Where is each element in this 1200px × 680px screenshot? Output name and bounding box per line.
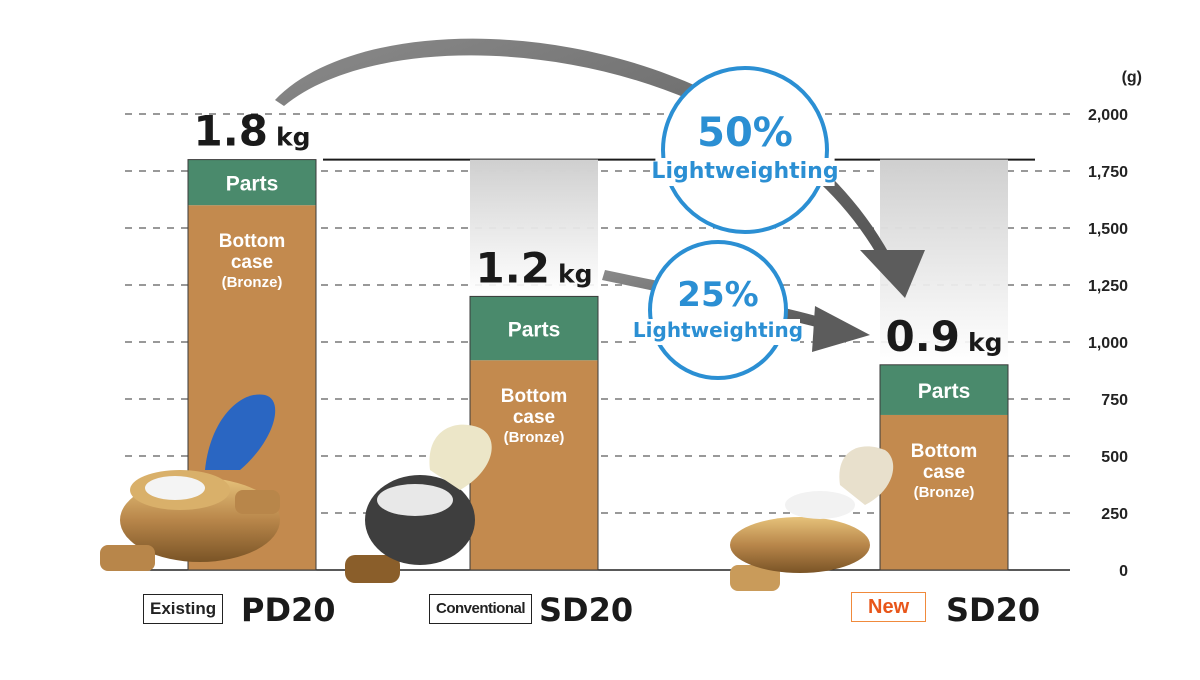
bar-outline — [187, 159, 317, 571]
y-tick-2000: 2,000 — [1088, 107, 1128, 124]
bar-bottom-case-material: (Bronze) — [914, 484, 975, 501]
category-model-pd20: PD20 — [241, 591, 336, 629]
water-meter-sd20-new-image — [730, 446, 894, 591]
reduction-arrowhead-25 — [812, 306, 870, 352]
y-tick-750: 750 — [1101, 392, 1128, 409]
bar-parts — [880, 364, 1008, 415]
bar-bottom-case-material: (Bronze) — [222, 274, 283, 291]
y-tick-500: 500 — [1101, 449, 1128, 466]
badge-label-backdrop — [655, 158, 835, 186]
bar-bottom-case-label-line2: case — [513, 407, 555, 428]
y-tick-0: 0 — [1119, 563, 1128, 580]
badge-label-backdrop — [636, 319, 800, 345]
y-tick-1500: 1,500 — [1088, 221, 1128, 238]
reduction-arc-arrowhead-50 — [860, 250, 925, 298]
category-tag-existing: Existing — [143, 594, 224, 624]
removed-weight-ghost-bar — [470, 159, 598, 297]
bar-bottom-case-label-line1: Bottom — [911, 441, 977, 462]
bar-bottom-case-material: (Bronze) — [504, 429, 565, 446]
y-axis-unit: (g) — [1122, 69, 1142, 86]
bar-bottom-case-label-line2: case — [231, 252, 273, 273]
y-tick-1250: 1,250 — [1088, 278, 1128, 295]
bar-parts — [470, 296, 598, 361]
category-tag-conventional: Conventional — [429, 594, 533, 624]
lightweighting-badge-50: 50% Lightweighting — [651, 66, 839, 234]
bar-bottom-case-label-line1: Bottom — [219, 231, 285, 252]
badge-label: Lightweighting — [651, 159, 838, 184]
bar-parts-label: Parts — [508, 318, 561, 341]
bar-bottom-case-label-line1: Bottom — [501, 386, 567, 407]
badge-percent: 50% — [697, 110, 793, 156]
bar-parts — [188, 159, 316, 206]
category-tag-new: New — [851, 592, 927, 622]
lightweighting-badge-25: 25% Lightweighting — [633, 240, 803, 380]
water-meter-pd20-image — [100, 394, 280, 571]
y-tick-1750: 1,750 — [1088, 164, 1128, 181]
badge-label: Lightweighting — [633, 318, 803, 342]
badge-ring — [661, 66, 829, 234]
category-model-sd20-new: SD20 — [946, 591, 1041, 629]
y-tick-1000: 1,000 — [1088, 335, 1128, 352]
water-meter-sd20-conventional-image — [345, 424, 492, 583]
bar-parts-label: Parts — [226, 172, 279, 195]
badge-percent: 25% — [677, 275, 758, 315]
bar-bottom-case — [880, 414, 1008, 570]
bar-bottom-case-label-line2: case — [923, 462, 965, 483]
y-tick-250: 250 — [1101, 506, 1128, 523]
bar-parts-label: Parts — [918, 380, 971, 403]
category-model-sd20-conventional: SD20 — [539, 591, 634, 629]
bar-bottom-case — [470, 360, 598, 570]
